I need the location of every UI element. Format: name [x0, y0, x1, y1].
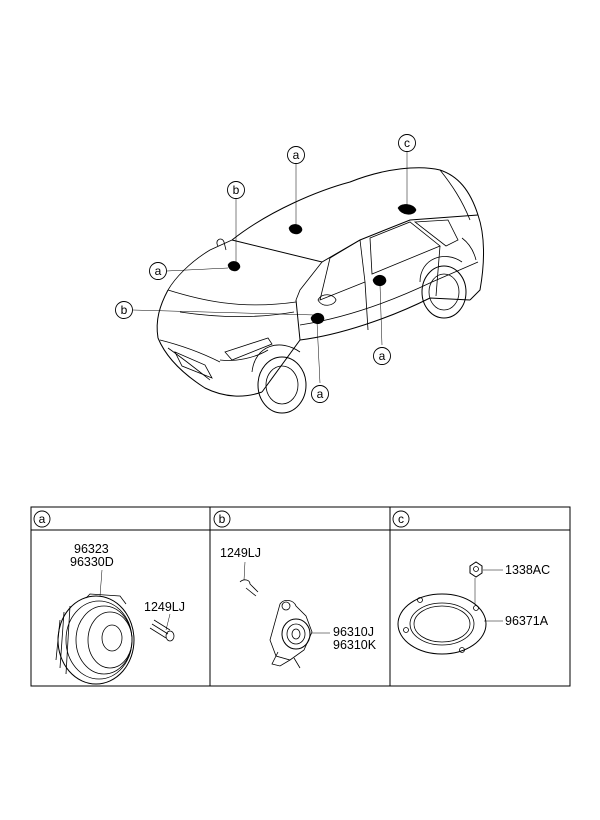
screw-icon: [149, 619, 175, 642]
callout-c1: c: [398, 134, 416, 152]
callout-letter: c: [404, 136, 410, 150]
callout-letter: a: [317, 387, 324, 401]
car-illustration: [156, 167, 485, 414]
panel-b-letter: b: [219, 512, 226, 526]
leader-lines: [132, 152, 408, 384]
door-speaker-icon: [55, 593, 135, 685]
callout-letter: a: [379, 349, 386, 363]
speaker-bracket-icon: [397, 593, 487, 655]
panel-b: b 1249LJ 96310J 96310K: [213, 510, 377, 669]
panel-a-letter: a: [39, 512, 46, 526]
part-number-1338ac: 1338AC: [505, 563, 550, 577]
panel-a: a 96323 96330D 1249LJ: [33, 510, 185, 685]
callout-a1: a: [287, 146, 305, 164]
part-number-96371a: 96371A: [505, 614, 549, 628]
part-number-96330d: 96330D: [70, 555, 114, 569]
nut-icon: [469, 561, 483, 578]
callout-b2: b: [115, 301, 133, 319]
callout-a2: a: [149, 262, 167, 280]
panel-c-letter: c: [398, 512, 404, 526]
part-number-96310k: 96310K: [333, 638, 377, 652]
part-number-96323: 96323: [74, 542, 109, 556]
callout-letter: a: [293, 148, 300, 162]
parts-table: [30, 506, 571, 687]
callout-a3: a: [311, 385, 329, 403]
panel-c: c 1338AC 96371A: [392, 510, 550, 655]
callout-b1: b: [227, 181, 245, 199]
part-number-1249lj-b: 1249LJ: [220, 546, 261, 560]
callout-letter: b: [121, 303, 128, 317]
part-number-1249lj-a: 1249LJ: [144, 600, 185, 614]
callout-letter: a: [155, 264, 162, 278]
tweeter-speaker-icon: [269, 600, 313, 669]
screw-icon: [239, 579, 259, 597]
part-number-96310j: 96310J: [333, 625, 374, 639]
callout-letter: b: [233, 183, 240, 197]
callout-a4: a: [373, 347, 391, 365]
